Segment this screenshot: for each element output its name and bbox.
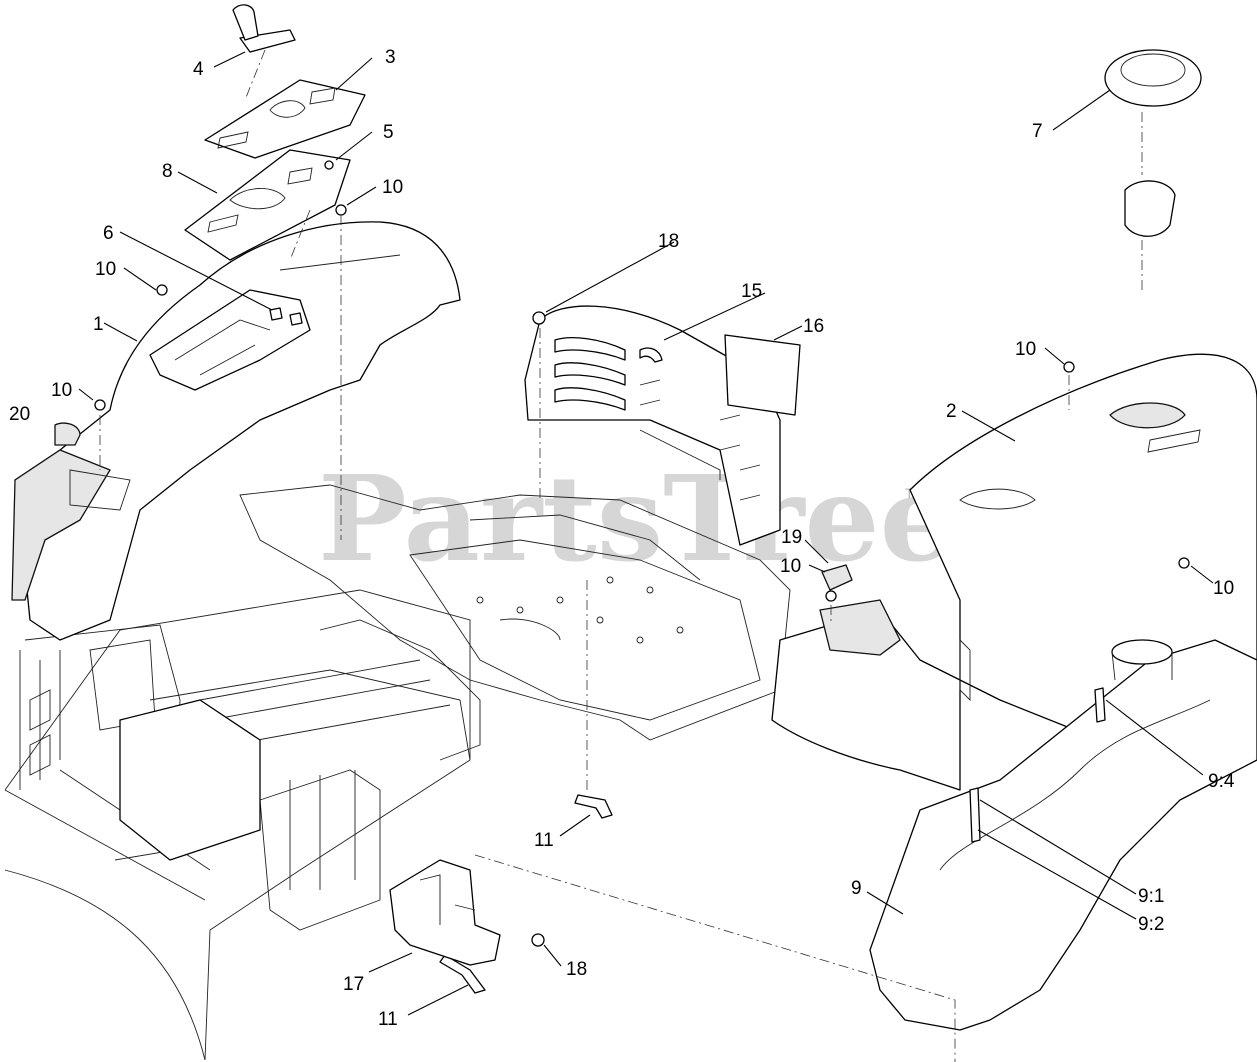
callout-10-dash: 10 — [382, 177, 403, 198]
callout-10-mid: 10 — [780, 556, 801, 577]
callout-7: 7 — [1032, 121, 1043, 142]
callout-10-hood: 10 — [95, 259, 116, 280]
dash-panel — [184, 149, 351, 261]
callout-17: 17 — [343, 974, 364, 995]
callout-4: 4 — [193, 59, 204, 80]
callout-6: 6 — [103, 223, 114, 244]
callout-9-2: 9:2 — [1138, 914, 1164, 935]
callout-9-4: 9:4 — [1208, 771, 1235, 792]
front-hood — [11, 221, 461, 641]
throttle-lever — [232, 4, 296, 53]
callout-18-upper: 18 — [658, 231, 679, 252]
fuel-tank — [869, 639, 1257, 1031]
callouts: 4 3 5 8 10 6 10 1 10 20 18 15 16 7 10 2 … — [9, 47, 1235, 1030]
callout-10-fender: 10 — [1015, 339, 1036, 360]
watermark-text: PartsTree — [318, 449, 955, 588]
chassis-frame — [4, 589, 471, 1061]
callout-10-side: 10 — [51, 380, 72, 401]
callout-2: 2 — [946, 401, 957, 422]
clip-lower — [439, 954, 486, 994]
callout-19: 19 — [781, 527, 802, 548]
callout-11-lower: 11 — [378, 1009, 398, 1030]
callout-18-lower: 18 — [566, 959, 587, 980]
decal-16 — [724, 334, 801, 416]
clip-upper — [574, 794, 613, 819]
callout-9-1: 9:1 — [1138, 886, 1164, 907]
callout-8: 8 — [162, 161, 173, 182]
watermark: PartsTree TM — [318, 449, 955, 588]
callout-1: 1 — [93, 314, 104, 335]
hardware — [54, 160, 1190, 947]
callout-3: 3 — [385, 47, 396, 68]
callout-9: 9 — [851, 878, 862, 899]
decal-plate — [204, 79, 366, 159]
callout-11-upper: 11 — [534, 830, 554, 851]
center-lines — [99, 49, 1143, 1062]
seat-pan — [239, 484, 791, 761]
callout-20: 20 — [9, 404, 30, 425]
callout-15: 15 — [741, 281, 762, 302]
seat-bracket — [524, 305, 781, 546]
callout-10-right: 10 — [1213, 578, 1234, 599]
fuel-cap — [1104, 49, 1202, 237]
leader-lines — [78, 51, 1214, 1016]
callout-5: 5 — [383, 122, 394, 143]
callout-16: 16 — [803, 316, 824, 337]
bracket-17 — [389, 859, 501, 966]
